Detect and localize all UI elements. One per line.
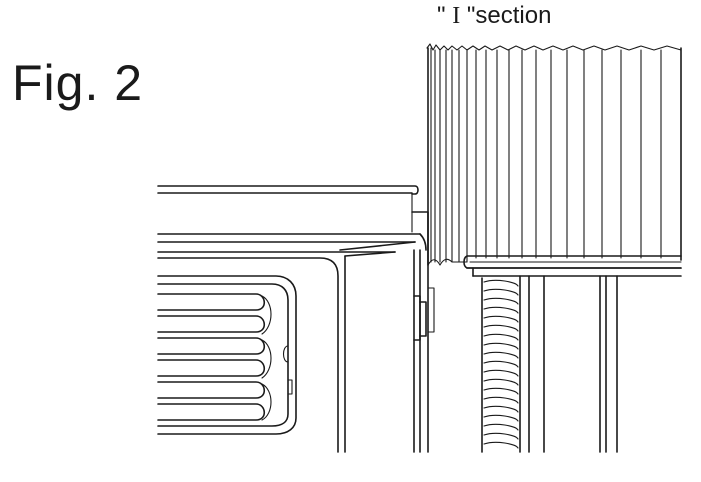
front-grille — [157, 275, 297, 435]
section-label-suffix: "section — [460, 2, 552, 29]
figure-label: Fig. 2 — [12, 55, 144, 111]
window-frame-posts — [519, 275, 618, 453]
accordion-panel — [426, 43, 682, 266]
section-label-prefix: " — [437, 2, 453, 29]
i-section-label: " I "section — [437, 2, 552, 29]
air-conditioner-unit — [157, 185, 435, 453]
i-section-rail — [463, 255, 682, 277]
section-label-roman: I — [452, 3, 461, 29]
foam-seal-strip — [481, 277, 519, 453]
